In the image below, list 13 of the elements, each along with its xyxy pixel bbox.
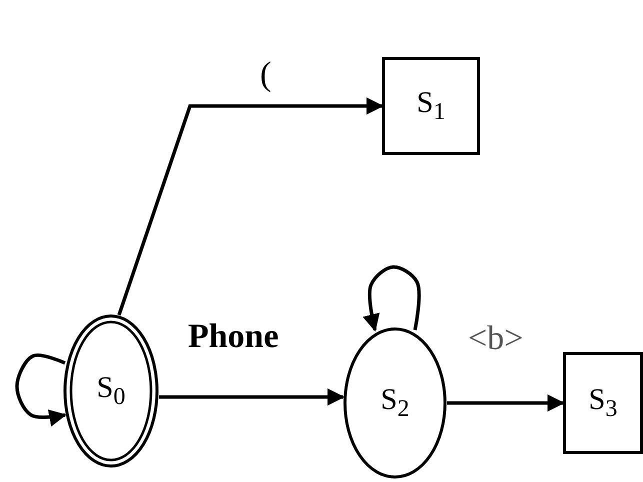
state-label: S$_{2}$ — [380, 383, 410, 423]
state-box — [382, 57, 480, 155]
state-box — [563, 352, 643, 454]
arrow — [447, 394, 565, 412]
state-label: S$_{1}$ — [416, 86, 446, 126]
state-label: S$_{3}$ — [588, 383, 618, 423]
arrow — [159, 388, 345, 406]
state-circle — [343, 327, 447, 479]
self-loop-arrow — [15, 354, 67, 426]
state-label: S$_{0}$ — [96, 371, 126, 411]
start-state-circle — [63, 314, 159, 468]
self-loop-arrow — [362, 265, 421, 332]
arrow — [117, 97, 384, 316]
